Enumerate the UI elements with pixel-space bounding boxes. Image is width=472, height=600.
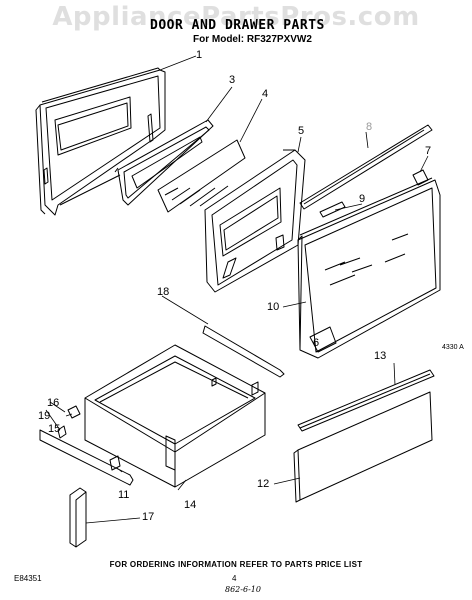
part-11-drawer-guide <box>109 455 121 471</box>
callout-11: 11 <box>118 489 130 501</box>
callout-1: 1 <box>196 49 203 61</box>
ordering-info: FOR ORDERING INFORMATION REFER TO PARTS … <box>109 560 363 569</box>
part-3-glass-retainer <box>114 119 214 206</box>
handwritten-note: 862-6-10 <box>225 585 261 594</box>
diagram-code: 4330 A <box>442 344 464 351</box>
document-number: E84351 <box>14 574 42 583</box>
callout-10: 10 <box>267 301 280 313</box>
callout-9: 9 <box>359 193 366 205</box>
callout-3: 3 <box>229 74 236 86</box>
callout-7: 7 <box>425 145 432 157</box>
part-12-drawer-front <box>293 391 433 503</box>
callout-8: 8 <box>366 121 373 133</box>
callout-15: 15 <box>48 423 61 435</box>
callout-14: 14 <box>184 499 197 511</box>
part-18-drawer-runner <box>202 325 285 378</box>
part-9-handle-clip <box>319 201 346 218</box>
part-8-vent-strip <box>299 124 433 210</box>
leader-lines <box>45 55 429 524</box>
part-1-outer-door-frame <box>35 67 166 216</box>
callout-19: 19 <box>38 410 51 422</box>
part-13-drawer-trim <box>297 369 435 432</box>
page-number: 4 <box>232 574 237 583</box>
model-label: For Model: RF327PXVW2 <box>193 34 312 45</box>
callout-5: 5 <box>298 125 305 137</box>
callout-12: 12 <box>257 478 270 490</box>
callout-4: 4 <box>262 88 269 100</box>
callout-6: 6 <box>313 337 320 349</box>
part-5-inner-door-panel <box>204 149 306 293</box>
callout-16: 16 <box>47 397 60 409</box>
part-14-drawer-body <box>84 344 266 488</box>
part-4-window-glass <box>157 139 246 213</box>
callout-2: 2 <box>30 118 36 129</box>
part-10-outer-door-panel <box>297 177 441 359</box>
part-19-drawer-rail <box>39 405 134 486</box>
page-title: DOOR AND DRAWER PARTS <box>150 18 325 33</box>
part-17-end-cap <box>69 487 87 548</box>
callout-18: 18 <box>157 286 170 298</box>
callout-17: 17 <box>142 511 155 523</box>
callout-13: 13 <box>374 350 387 362</box>
